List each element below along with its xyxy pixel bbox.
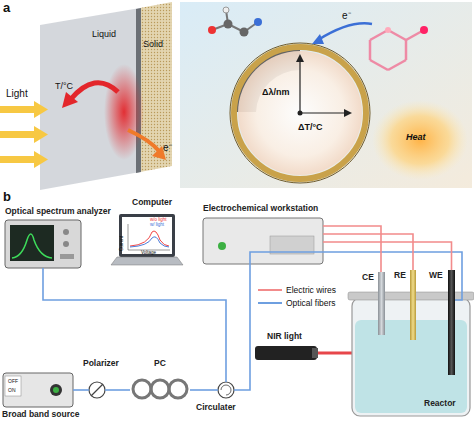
legend: Electric wiresOptical fibers [258,283,336,309]
broadband-source-device [3,373,73,407]
figure-label: ON [8,388,16,394]
legend-text: Optical fibers [286,298,336,308]
figure-label: ΔT/°C [298,123,323,133]
interface-sketch [0,2,172,190]
electric-wire [323,242,452,270]
figure-label: Liquid [92,30,116,40]
node-label: Electrochemical workstation [203,203,318,213]
node-label: Computer [132,197,172,207]
figure-label: e⁻ [163,142,172,153]
node-label: Reactor [424,398,456,408]
reactor: ReactorCEREWE [352,298,470,416]
electrochemical-workstation: Electrochemical workstation [203,218,323,264]
optical-fiber [73,389,89,391]
optical-fiber [234,252,462,390]
optical-fiber [105,389,130,391]
legend-row: Electric wires [258,283,336,296]
figure-label: Voltage [141,251,156,256]
node-label: Polarizer [83,358,119,368]
optical-fiber [43,268,226,382]
fiber-optics-chain [89,380,234,398]
counter-electrode: CE [378,272,385,335]
figure-label: Current [120,236,125,251]
node-label: NIR light [267,331,302,341]
polarizer: Polarizer [89,382,105,398]
figure-label: w/ light [150,223,164,228]
electric-wire [323,226,381,272]
node-label: RE [394,270,406,280]
legend-swatch [258,302,282,304]
figure-label: a [3,1,10,15]
figure-label: Heat [406,133,426,143]
spectrum-analyzer: Optical spectrum analyzer [5,220,81,268]
workstation-device [203,218,323,264]
node-label: Circulater [196,402,236,412]
sensor-illustration [180,2,472,188]
working-electrode: WE [448,270,455,375]
figure-label: T/°C [55,82,73,92]
electric-wire [323,234,413,270]
circulator: Circulater [218,382,234,398]
figure-label: Solid [143,40,163,50]
node-label: Optical spectrum analyzer [5,206,111,216]
polarization-controller: PC [130,380,190,400]
node-label: WE [429,270,443,280]
optical-fiber [190,389,218,391]
figure-label: OFF [8,379,18,385]
figure-label: Light [6,88,28,99]
node-label: Broad band source [2,409,79,419]
legend-text: Electric wires [286,285,336,295]
reference-electrode: RE [410,270,416,340]
node-label: CE [362,272,374,282]
laptop-computer [111,214,183,265]
node-label: PC [154,358,166,368]
spectrum-analyzer-device [5,220,81,268]
nir-laser: NIR light [255,346,317,360]
legend-row: Optical fibers [258,296,336,309]
figure-label: Δλ/nm [262,88,289,98]
figure-label: b [3,190,11,204]
legend-swatch [258,289,282,291]
figure-label: e⁻ [342,10,351,21]
